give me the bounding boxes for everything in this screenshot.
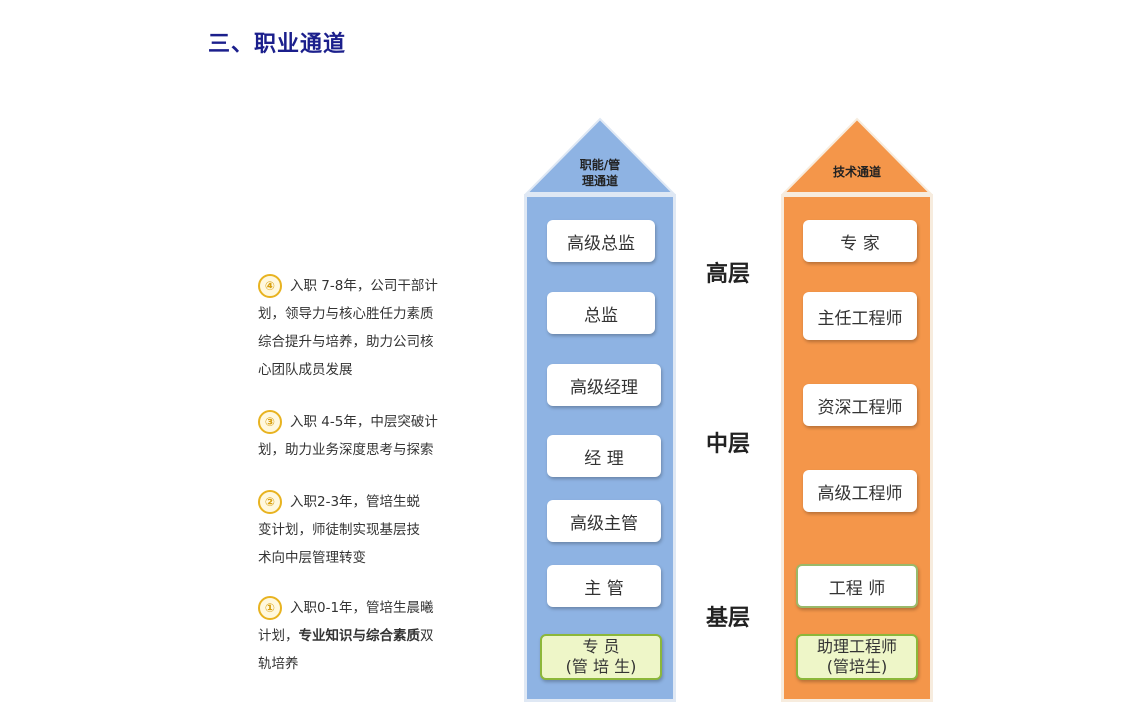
- assistant-engineer-label: 助理工程师: [816, 637, 897, 656]
- stage-2-line-1: 入职2-3年，管培生蜕: [290, 494, 421, 510]
- number-4-icon: ④: [258, 274, 282, 298]
- number-3-icon: ③: [258, 410, 282, 434]
- position-senior-supervisor: 高级主管: [547, 500, 661, 542]
- stage-1-line-1: 入职0-1年，管培生晨曦: [290, 600, 434, 616]
- level-high-label: 高层: [706, 262, 751, 287]
- stage-4-line-3: 综合提升与培养，助力公司核: [258, 334, 434, 350]
- specialist-trainee-label: (管 培 生): [565, 657, 637, 676]
- stage-3-description: ③ 入职 4-5年，中层突破计 划，助力业务深度思考与探索: [258, 408, 473, 464]
- stage-4-line-2: 划，领导力与核心胜任力素质: [258, 306, 434, 322]
- position-senior-engineer: 高级工程师: [803, 470, 917, 512]
- stage-4-description: ④ 入职 7-8年，公司干部计 划，领导力与核心胜任力素质 综合提升与培养，助力公…: [258, 272, 473, 384]
- assistant-engineer-trainee-label: (管培生): [826, 657, 888, 676]
- position-senior-director: 高级总监: [547, 220, 655, 262]
- position-director: 总监: [547, 292, 655, 334]
- management-channel-label: 职能/管 理通道: [562, 157, 638, 189]
- stage-2-description: ② 入职2-3年，管培生蜕 变计划，师徒制实现基层技 术向中层管理转变: [258, 488, 473, 572]
- management-arrow-head: [524, 117, 676, 194]
- stage-1-line-2-bold: 专业知识与综合素质: [298, 628, 421, 644]
- technical-channel-label: 技术通道: [832, 165, 881, 179]
- specialist-label: 专 员: [582, 637, 620, 656]
- position-senior-manager: 高级经理: [547, 364, 661, 406]
- number-2-icon: ②: [258, 490, 282, 514]
- number-1-icon: ①: [258, 596, 282, 620]
- stage-2-line-2: 变计划，师徒制实现基层技: [258, 522, 420, 538]
- stage-1-description: ① 入职0-1年，管培生晨曦 计划，专业知识与综合素质双 轨培养: [258, 594, 473, 678]
- stage-1-line-3: 轨培养: [258, 656, 299, 672]
- position-expert: 专 家: [803, 220, 917, 262]
- stage-4-line-4: 心团队成员发展: [258, 362, 353, 378]
- level-mid-label: 中层: [706, 432, 751, 457]
- position-senior-staff-engineer: 资深工程师: [803, 384, 917, 426]
- stage-1-line-2: 计划，: [258, 628, 299, 644]
- position-specialist-trainee: 专 员 (管 培 生): [540, 634, 662, 680]
- stage-2-line-3: 术向中层管理转变: [258, 550, 366, 566]
- technical-arrow-head: [781, 117, 933, 194]
- page-title: 三、职业通道: [208, 32, 347, 57]
- management-channel-label-line-2: 理通道: [581, 174, 618, 188]
- level-base-label: 基层: [706, 606, 751, 631]
- position-assistant-engineer-trainee: 助理工程师 (管培生): [796, 634, 918, 680]
- stage-4-line-1: 入职 7-8年，公司干部计: [290, 278, 438, 294]
- technical-channel-column: 技术通道 专 家 主任工程师 资深工程师 高级工程师 工程 师 助理工程师 (管…: [781, 117, 933, 702]
- stage-3-line-2: 划，助力业务深度思考与探索: [258, 442, 434, 458]
- management-channel-label-line-1: 职能/管: [579, 158, 621, 172]
- position-chief-engineer: 主任工程师: [803, 292, 917, 340]
- position-supervisor: 主 管: [547, 565, 661, 607]
- stage-1-line-2-end: 双: [420, 628, 434, 644]
- management-channel-column: 职能/管 理通道 高级总监 总监 高级经理 经 理 高级主管 主 管 专 员 (…: [524, 117, 676, 702]
- technical-column-body: [781, 194, 933, 702]
- position-manager: 经 理: [547, 435, 661, 477]
- stage-3-line-1: 入职 4-5年，中层突破计: [290, 414, 438, 430]
- position-engineer: 工程 师: [796, 564, 918, 608]
